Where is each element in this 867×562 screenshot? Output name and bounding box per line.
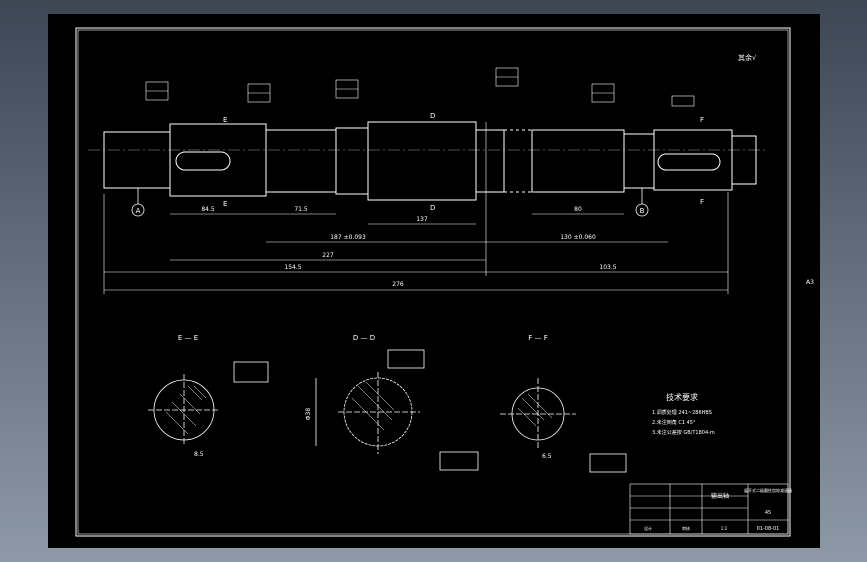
outer-border (75, 27, 791, 537)
title-role-design: 设计 (644, 525, 652, 531)
dim-right-total: 103.5 (599, 264, 616, 271)
view-label-f-bottom: F (700, 198, 704, 206)
top-roughness-note: 其余√ (738, 53, 757, 62)
side-tag: A3 (806, 279, 814, 286)
section-f-depth: 6.5 (542, 453, 552, 460)
tolerance-frames (145, 67, 695, 107)
datum-b-label: B (640, 207, 645, 215)
title-drawing-no: 01-08-01 (757, 526, 780, 532)
section-e-depth: 8.5 (194, 451, 204, 458)
dimension-lines (103, 122, 729, 294)
view-label-e-bottom: E (223, 200, 227, 208)
section-title-d: D — D (353, 334, 375, 342)
dim-seg-c: 137 (416, 216, 428, 223)
title-block (629, 483, 789, 535)
section-d-diameter: Φ38 (305, 408, 312, 421)
dim-left-total: 154.5 (284, 264, 301, 271)
shaft-step-2 (169, 123, 267, 197)
section-title-f: F — F (528, 334, 548, 342)
title-role-review: 审核 (682, 525, 690, 531)
shaft-main-view (88, 121, 768, 201)
shaft-step-1 (103, 131, 171, 189)
shaft-step-6 (475, 129, 505, 193)
section-f-view (439, 378, 627, 473)
title-material: 45 (765, 510, 771, 516)
dim-seg-a: 84.5 (201, 206, 215, 213)
tech-requirement-1: 1.调质处理 241~286HBS (652, 409, 712, 416)
shaft-step-7 (531, 129, 625, 193)
section-d-view (315, 349, 425, 454)
tech-requirements-heading: 技术要求 (666, 392, 698, 402)
title-scale: 1:2 (721, 526, 728, 531)
shaft-step-3 (265, 129, 337, 193)
dim-seg-b: 71.5 (294, 206, 308, 213)
dim-seg-d: 80 (574, 206, 582, 213)
datum-a-label: A (136, 207, 141, 215)
section-title-e: E — E (178, 334, 198, 342)
dim-mid-span: 227 (322, 252, 334, 259)
tech-requirement-3: 3.未注公差按 GB/T1804-m (652, 429, 715, 436)
keyway-left (175, 151, 231, 171)
title-company: 展开式二级圆柱齿轮减速器 (744, 487, 792, 493)
cad-drawing: 276 154.5 103.5 227 187 ±0.093 130 ±0.06… (75, 27, 814, 537)
section-e-view (148, 361, 269, 446)
dim-overall: 276 (392, 281, 404, 288)
dim-mid-span2: 187 ±0.093 (330, 234, 366, 241)
view-label-f-top: F (700, 116, 704, 124)
title-part-name: 输出轴 (711, 492, 729, 500)
view-label-d-top: D (430, 112, 435, 120)
shaft-step-9 (653, 129, 733, 191)
tech-requirement-2: 2.未注倒角 C1 45° (652, 419, 696, 426)
inner-border (77, 29, 789, 535)
view-label-d-bottom: D (430, 204, 435, 212)
datum-markers (131, 188, 649, 217)
drawing-sheet: 276 154.5 103.5 227 187 ±0.093 130 ±0.06… (48, 14, 820, 548)
view-label-e-top: E (223, 116, 227, 124)
shaft-step-8 (623, 133, 655, 189)
shaft-step-10 (731, 135, 757, 185)
keyway-right (657, 153, 721, 171)
shaft-step-5 (367, 121, 477, 201)
dim-right-span: 130 ±0.060 (560, 234, 596, 241)
shaft-step-4 (335, 127, 369, 195)
